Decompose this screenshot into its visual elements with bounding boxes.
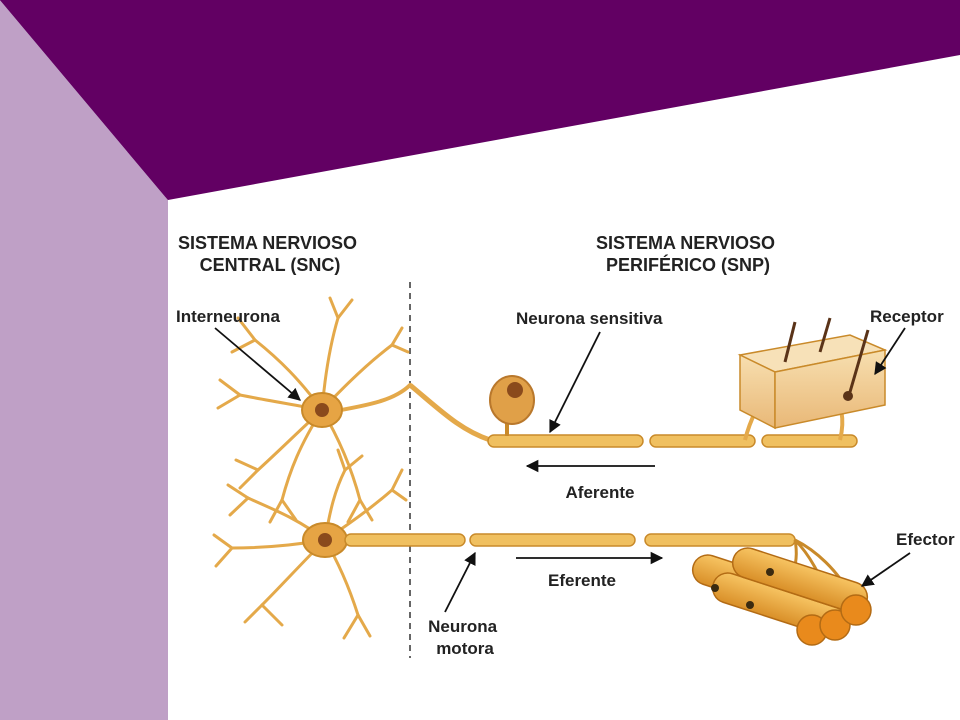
label-receptor: Receptor <box>870 307 944 326</box>
lilac-sidebar <box>0 0 168 720</box>
snc-header-line1: SISTEMA NERVIOSO <box>178 233 357 253</box>
hair-3 <box>848 329 870 393</box>
muscle-nucleus-2 <box>746 601 754 609</box>
muscle-nucleus-3 <box>766 568 774 576</box>
muscle-fiber-end-3 <box>840 594 872 626</box>
arrow-neurona-motora <box>444 551 476 613</box>
arrow-receptor <box>874 327 906 376</box>
hair-2 <box>818 317 832 353</box>
sensory-axon-segment-3 <box>761 434 858 448</box>
skin-receptor-block <box>737 317 888 430</box>
snc-header: SISTEMA NERVIOSO CENTRAL (SNC) <box>178 233 362 275</box>
motor-axon-segment-1 <box>469 533 636 547</box>
sensory-cell-body <box>489 375 535 425</box>
sensory-nucleus <box>507 382 523 398</box>
sensory-neuron <box>408 375 858 448</box>
snp-header-line2: PERIFÉRICO (SNP) <box>606 254 770 275</box>
sensory-axon-segment-1 <box>487 434 644 448</box>
arrow-interneurona <box>214 327 301 401</box>
arrow-efector <box>860 552 911 587</box>
sensory-axon-central <box>408 383 491 443</box>
sensory-axon-segment-2 <box>649 434 756 448</box>
label-eferente: Eferente <box>548 571 616 590</box>
neuron-diagram: SISTEMA NERVIOSO CENTRAL (SNC) SISTEMA N… <box>176 233 955 658</box>
motor-axon-segment-0 <box>344 533 466 547</box>
receptor-follicle <box>843 391 853 401</box>
snc-header-line2: CENTRAL (SNC) <box>200 255 341 275</box>
motor-nucleus <box>318 533 332 547</box>
label-neurona-motora: Neurona motora <box>428 617 502 658</box>
banner-fold <box>0 0 168 200</box>
purple-banner <box>0 0 960 200</box>
motor-axon-segment-2 <box>644 533 796 547</box>
label-neurona-motora-line2: motora <box>436 639 494 658</box>
label-interneurona: Interneurona <box>176 307 280 326</box>
label-efector: Efector <box>896 530 955 549</box>
hair-1 <box>783 321 797 363</box>
snp-header: SISTEMA NERVIOSO PERIFÉRICO (SNP) <box>596 233 780 275</box>
interneuron-nucleus <box>315 403 329 417</box>
label-neurona-sensitiva: Neurona sensitiva <box>516 309 663 328</box>
label-aferente: Aferente <box>566 483 635 502</box>
label-neurona-motora-line1: Neurona <box>428 617 498 636</box>
arrow-neurona-sensitiva <box>549 331 601 434</box>
muscle-effector <box>691 547 872 646</box>
snp-header-line1: SISTEMA NERVIOSO <box>596 233 775 253</box>
muscle-nucleus-1 <box>711 584 719 592</box>
